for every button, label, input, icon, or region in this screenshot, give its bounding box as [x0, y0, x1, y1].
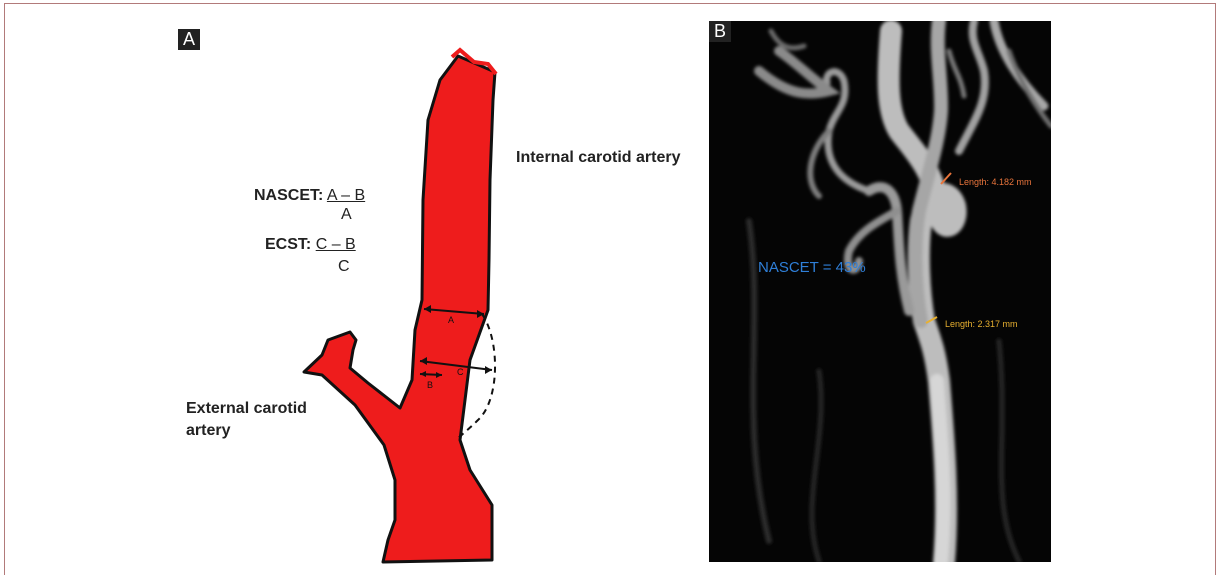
nascet-name: NASCET:: [254, 187, 323, 204]
ecst-formula: ECST: C – B: [265, 236, 356, 254]
marker-a-label: A: [448, 315, 454, 325]
internal-carotid-label: Internal carotid artery: [516, 147, 681, 168]
ecst-denominator: C: [338, 258, 350, 276]
panel-b-tag: B: [709, 21, 731, 42]
mra-image: B NASCET = 43% Length: 4.182 mm Length: …: [709, 21, 1051, 562]
arrowhead-c-right: [485, 366, 492, 374]
measure-2-label: Length: 2.317 mm: [945, 319, 1018, 329]
external-carotid-label-line1: External carotid: [186, 398, 307, 419]
mra-vessels: [709, 21, 1051, 562]
artery-shape: [304, 56, 495, 562]
nascet-formula: NASCET: A – B: [254, 187, 365, 205]
nascet-denominator: A: [341, 206, 352, 224]
marker-b-label: B: [427, 380, 433, 390]
ecst-name: ECST:: [265, 236, 311, 253]
external-carotid-label-line2: artery: [186, 420, 230, 441]
ecst-numerator: C – B: [316, 236, 356, 253]
marker-c-label: C: [457, 367, 464, 377]
measure-1-label: Length: 4.182 mm: [959, 177, 1032, 187]
nascet-numerator: A – B: [327, 187, 365, 204]
nascet-value-label: NASCET = 43%: [758, 259, 866, 276]
